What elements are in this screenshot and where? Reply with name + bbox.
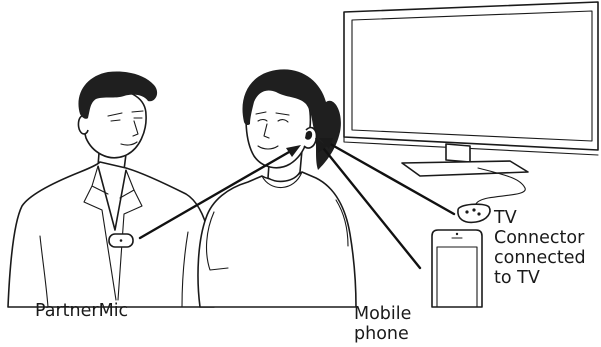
phone-body [432,230,482,307]
tv-connector-dot-3 [477,212,480,215]
phone-camera [456,233,458,235]
tv-stand-neck [446,144,470,162]
mobile-phone [432,230,482,307]
tv-screen-frame [344,2,598,150]
label-tv-line-2: Connector [494,228,586,248]
woman-illustration [198,69,356,307]
tv-connector-dot-2 [472,208,475,211]
label-mobile-line-1: Mobile [354,304,411,324]
partnermic-led [120,239,123,242]
label-tv-line-1: TV [494,208,586,228]
label-mobile-phone: Mobile phone [354,304,411,344]
tv-connector-device [458,204,490,222]
tv-stand-base [402,161,528,176]
man-illustration [8,72,214,307]
label-partnermic-text: PartnerMic [35,301,128,321]
tv-illustration [344,2,598,222]
signal-line-tv-connector [325,141,454,214]
label-tv-line-3: connected [494,248,586,268]
label-mobile-line-2: phone [354,324,411,344]
label-tv-line-4: to TV [494,268,586,288]
label-tv-connector: TV Connector connected to TV [494,208,586,288]
label-partnermic: PartnerMic [35,301,128,321]
tv-connector-dot-1 [465,210,468,213]
